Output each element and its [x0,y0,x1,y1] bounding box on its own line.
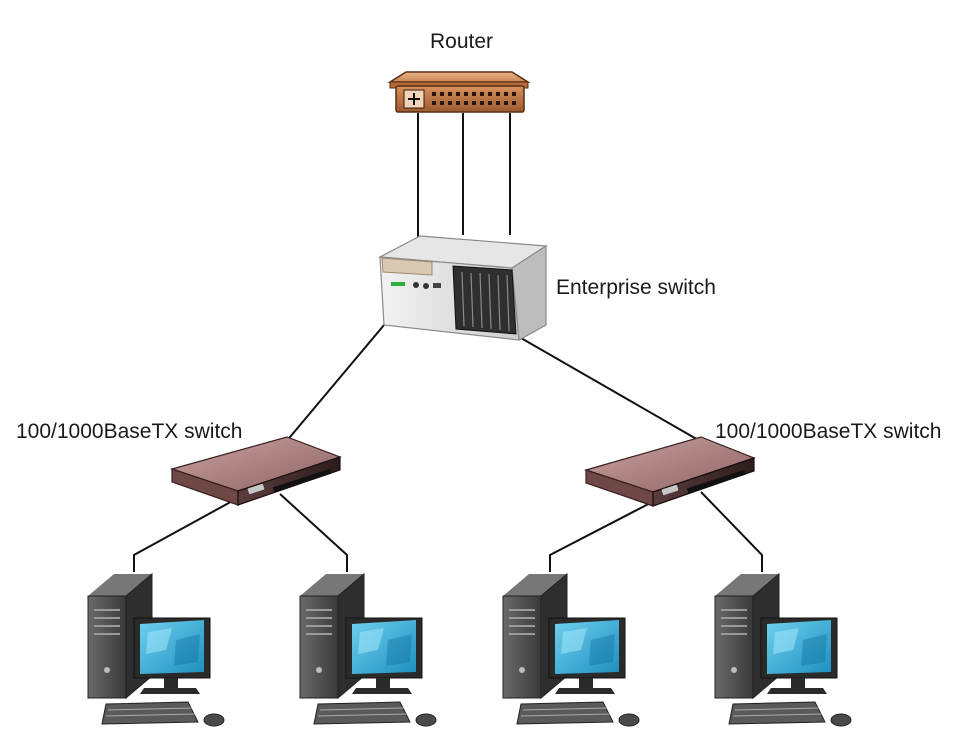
desktop-computer-icon [502,572,640,727]
right-switch-to-pc3-cable [549,497,661,572]
right-switch-icon [583,436,756,507]
ent-to-left-switch-cable [284,324,385,444]
enterprise-switch-label: Enterprise switch [556,276,716,299]
router-label: Router [430,30,494,53]
left-switch-to-pc2-cable [279,493,348,572]
enterprise-switch-icon [377,235,548,341]
cables [133,113,763,572]
ent-to-right-switch-cable [520,337,701,442]
desktop-computer-icon [87,572,225,727]
desktop-computer-icon [299,572,437,727]
right-switch-label: 100/1000BaseTX switch [715,420,942,443]
left-switch-icon [169,436,342,506]
desktop-computer-icon [714,572,852,727]
left-switch-label: 100/1000BaseTX switch [16,420,243,443]
left-switch-to-pc1-cable [133,498,237,572]
router-icon [387,71,531,113]
right-switch-to-pc4-cable [700,491,763,572]
